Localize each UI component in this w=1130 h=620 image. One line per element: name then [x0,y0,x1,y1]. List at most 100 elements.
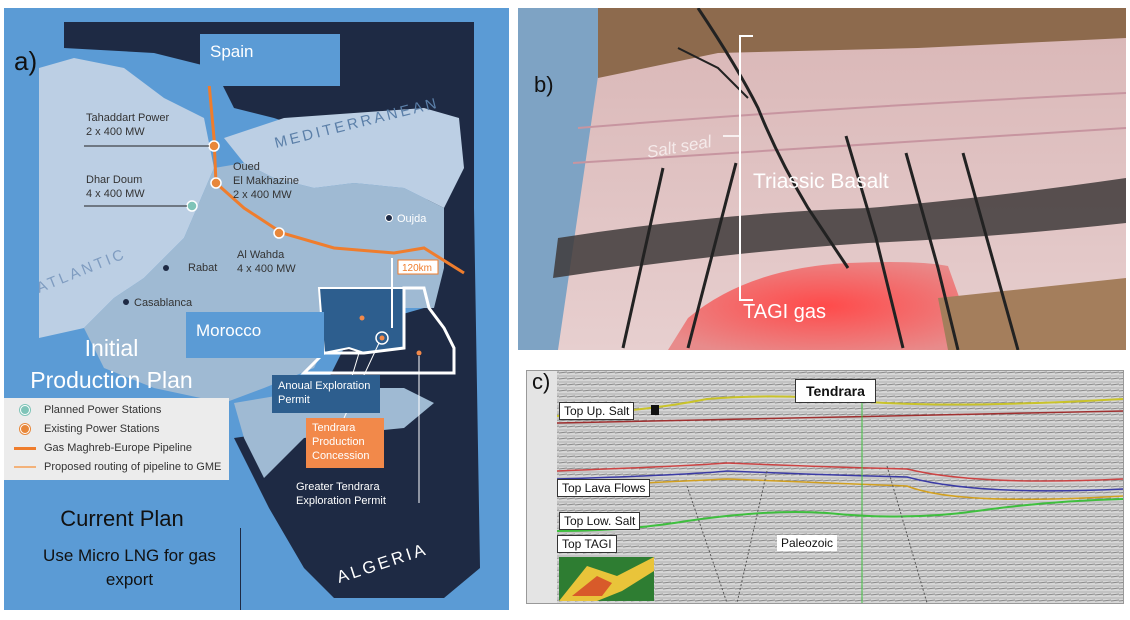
micro-lng-text: Use Micro LNG for gas export [22,544,237,592]
tagi-gas-label: TAGI gas [743,301,826,323]
greater-line1: Greater Tendrara [296,481,380,493]
tahaddart-capacity: 2 x 400 MW [86,126,145,138]
legend-pipeline-row: Gas Maghreb-Europe Pipeline [14,442,192,454]
initial-plan-line1: Initial [84,335,139,361]
section-bracket [739,35,753,301]
micro-lng-line2: export [105,570,154,589]
spain-title-text: Spain [210,42,254,61]
initial-plan-line2: Production Plan [30,367,193,393]
anoual-dot-icon [359,315,365,321]
fault-line-5 [904,152,960,350]
top-up-salt-box: Top Up. Salt [559,402,635,420]
tendrara-line3: Concession [312,450,370,462]
left-edge-area [518,8,608,350]
el-makhazine-label: El Makhazine [233,175,299,187]
greater-tendrara-boundary [300,286,456,375]
horizon-lava [556,478,1123,501]
el-makhazine-station-icon [210,177,222,189]
basalt-band [553,178,1126,278]
map-legend: Planned Power Stations Existing Power St… [4,398,229,480]
legend-planned-row: Planned Power Stations [14,404,161,416]
spain-title: Spain [200,34,340,86]
micro-lng-line1: Use Micro LNG for gas [43,546,216,565]
current-plan-block: Current Plan Use Micro LNG for gas expor… [22,500,242,610]
oued-label: Oued [233,161,260,173]
tagi-map-peak [572,576,612,596]
map-panel: MEDITERRANEAN ATLANTIC ALGERIA Tahaddart… [4,8,509,610]
planned-station-icon [20,405,30,415]
legend-planned-text: Planned Power Stations [44,404,162,416]
pipeline-line-icon [14,446,36,450]
greater-tendrara-dot-icon [416,350,422,356]
dhar-doum-label: Dhar Doum [86,174,142,186]
existing-station-icon [20,424,30,434]
rabat-city-icon [163,265,169,271]
greater-tendrara-label: Greater Tendrara Exploration Permit [296,480,386,508]
geology-canvas: Salt seal Triassic Basalt TAGI gas b) [518,8,1126,350]
el-makhazine-capacity: 2 x 400 MW [233,189,292,201]
rabat-label: Rabat [188,262,217,274]
current-plan-divider [240,528,241,610]
panel-a-label: a) [14,46,37,76]
layer-stripe-2 [572,127,1126,164]
proposed-line-icon [14,466,36,468]
legend-existing-row: Existing Power Stations [14,423,160,435]
tagi-gas-area [668,262,978,350]
horizon-low-salt [556,498,1123,532]
horizon-red-2 [556,462,1123,482]
fault-c-1 [686,485,728,603]
legend-proposed-row: Proposed routing of pipeline to GME [14,461,221,473]
fault-line-7 [677,47,749,99]
depth-axis [527,371,557,603]
top-lava-flows-box: Top Lava Flows [557,479,651,497]
lower-brown-layer [938,278,1126,350]
panel-b-label: b) [534,72,554,97]
morocco-title-text: Morocco [196,321,262,340]
oujda-city-icon [385,214,393,222]
legend-proposed-text: Proposed routing of pipeline to GME [44,461,222,473]
greater-line2: Exploration Permit [296,495,386,507]
horizon-red-1 [556,410,1123,424]
anoual-line2: Permit [278,394,310,406]
casablanca-city-icon [123,299,129,305]
tendrara-line2: Production [312,436,365,448]
tahaddart-label: Tahaddart Power [86,112,169,124]
horizon-blue-1 [556,470,1123,492]
oujda-label: Oujda [397,213,427,225]
legend-pipeline-text: Gas Maghreb-Europe Pipeline [44,442,192,454]
dhar-doum-capacity: 4 x 400 MW [86,188,145,200]
distance-box [397,259,439,275]
triassic-basalt-label: Triassic Basalt [753,170,889,193]
geology-panel: Salt seal Triassic Basalt TAGI gas b) [518,8,1126,350]
layer-stripe-1 [577,92,1126,129]
distance-label: 120km [402,263,432,274]
legend-existing-text: Existing Power Stations [44,423,160,435]
top-tagi-box: Top TAGI [557,535,617,553]
fault-line-4 [844,135,905,349]
morocco-land-area [84,163,444,403]
fault-c-2 [736,470,768,603]
al-wahda-capacity: 4 x 400 MW [237,263,296,275]
fault-line-1 [696,8,850,269]
tendrara-line1: Tendrara [312,422,356,434]
tendrara-dot-icon [379,335,385,341]
top-low-salt-box: Top Low. Salt [559,512,641,530]
casablanca-label: Casablanca [134,297,193,309]
morocco-title: Morocco [186,312,324,358]
upper-brown-layer [598,8,1126,78]
panel-c-label: c) [532,371,550,394]
initial-plan-title: Initial Production Plan [4,332,219,396]
tendrara-title-box: Tendrara [795,379,876,403]
top-up-salt-marker [651,405,659,415]
fault-line-3 [686,162,738,349]
anoual-permit-label: Anoual Exploration Permit [272,375,380,413]
atlantic-light-area [39,58,214,338]
dhar-doum-station-icon [186,200,198,212]
tendrara-concession-label: Tendrara Production Concession [306,418,384,468]
mediterranean-light-area [224,108,464,208]
anoual-line1: Anoual Exploration [278,380,371,392]
tahaddart-station-icon [208,140,220,152]
fault-line-6 [961,152,1020,350]
tendrara-location-icon [375,331,389,345]
seismic-panel: c) Tendrara Top Up. Salt Top Lava Flows … [526,370,1124,604]
